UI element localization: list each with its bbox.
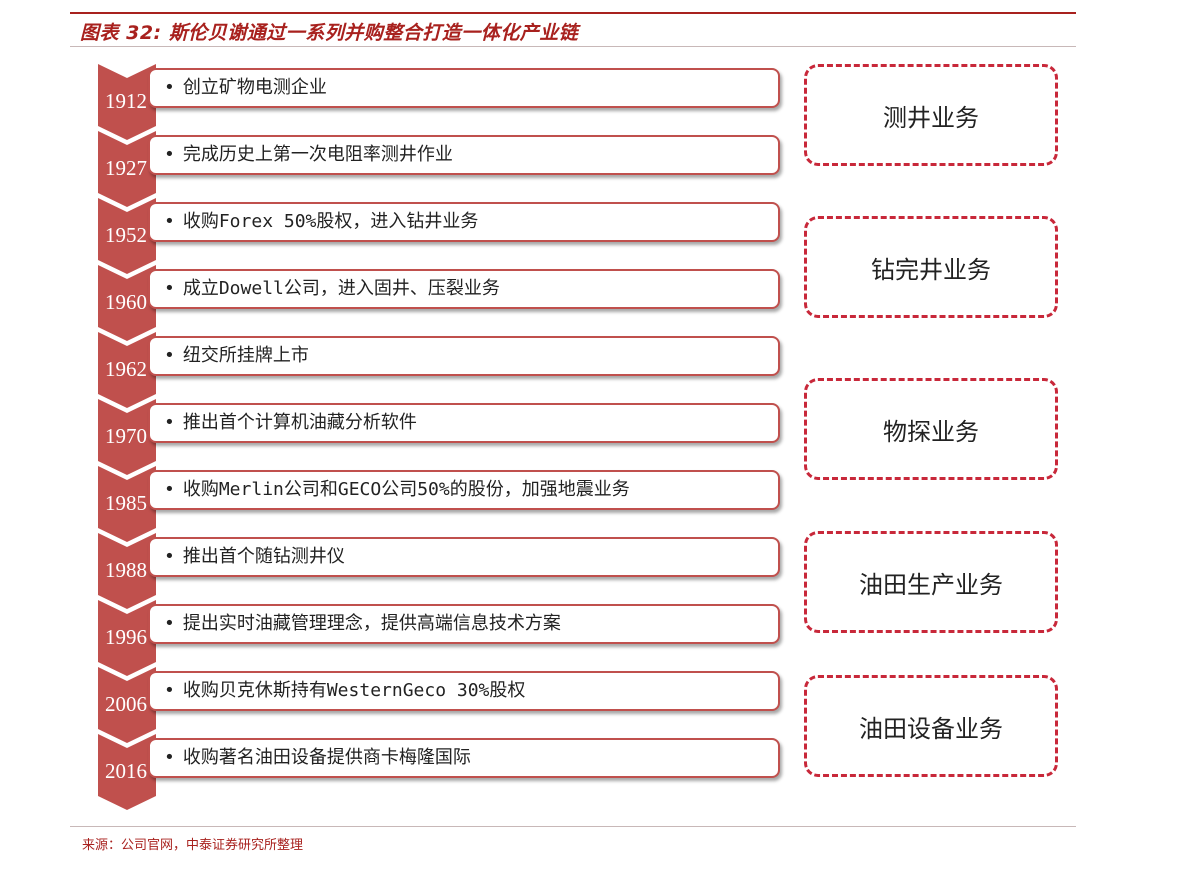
timeline-event: • 推出首个计算机油藏分析软件	[148, 403, 780, 443]
timeline-year: 1927	[105, 156, 147, 180]
timeline-event: • 完成历史上第一次电阻率测井作业	[148, 135, 780, 175]
timeline-year: 1988	[105, 558, 147, 582]
bullet-icon: •	[164, 613, 175, 634]
timeline-event: • 提出实时油藏管理理念，提供高端信息技术方案	[148, 604, 780, 644]
category-label: 油田生产业务	[859, 570, 1003, 599]
timeline-event: • 创立矿物电测企业	[148, 68, 780, 108]
timeline-year: 1970	[105, 424, 147, 448]
timeline-event: • 收购著名油田设备提供商卡梅隆国际	[148, 738, 780, 778]
chevron-shape	[98, 600, 156, 678]
category-box: 物探业务	[804, 378, 1058, 480]
title-underline	[70, 46, 1076, 47]
chevron-shape	[98, 131, 156, 209]
category-label: 物探业务	[883, 417, 979, 446]
category-box: 钻完井业务	[804, 216, 1058, 318]
timeline-event: • 纽交所挂牌上市	[148, 336, 780, 376]
chevron-shape	[98, 332, 156, 410]
bullet-icon: •	[164, 144, 175, 165]
bullet-icon: •	[164, 412, 175, 433]
timeline-event: • 收购贝克休斯持有WesternGeco 30%股权	[148, 671, 780, 711]
chevron-shape	[98, 466, 156, 544]
timeline-event-text: 收购贝克休斯持有WesternGeco 30%股权	[182, 680, 526, 701]
source-note: 来源：公司官网，中泰证券研究所整理	[82, 838, 304, 853]
bullet-icon: •	[164, 680, 175, 701]
timeline-event-text: 推出首个计算机油藏分析软件	[182, 412, 417, 433]
timeline-year: 1985	[105, 491, 147, 515]
timeline-event-text: 收购Forex 50%股权，进入钻井业务	[182, 211, 479, 232]
timeline-event-text: 纽交所挂牌上市	[182, 345, 309, 366]
chevron-shape	[98, 533, 156, 611]
timeline-year: 1912	[105, 89, 147, 113]
timeline-year: 1960	[105, 290, 147, 314]
category-label: 油田设备业务	[859, 714, 1003, 743]
timeline-event-text: 完成历史上第一次电阻率测井作业	[182, 144, 453, 165]
timeline-year: 1962	[105, 357, 147, 381]
timeline-event: • 收购Forex 50%股权，进入钻井业务	[148, 202, 780, 242]
chevron-shape	[98, 734, 156, 812]
timeline-event-text: 提出实时油藏管理理念，提供高端信息技术方案	[182, 613, 561, 634]
timeline-event: • 推出首个随钻测井仪	[148, 537, 780, 577]
timeline-year: 1996	[105, 625, 147, 649]
timeline-event: • 成立Dowell公司，进入固井、压裂业务	[148, 269, 780, 309]
category-label: 测井业务	[883, 103, 979, 132]
chevron-shape	[98, 265, 156, 343]
bullet-icon: •	[164, 747, 175, 768]
timeline-event-text: 创立矿物电测企业	[182, 77, 327, 98]
timeline-event-text: 收购Merlin公司和GECO公司50%的股份，加强地震业务	[182, 479, 630, 500]
timeline-year: 2006	[105, 692, 147, 716]
category-box: 测井业务	[804, 64, 1058, 166]
timeline-event: • 收购Merlin公司和GECO公司50%的股份，加强地震业务	[148, 470, 780, 510]
top-rule	[70, 12, 1076, 14]
timeline-year: 1952	[105, 223, 147, 247]
bullet-icon: •	[164, 278, 175, 299]
chevron-shape	[98, 399, 156, 477]
chevron-shape	[98, 667, 156, 745]
timeline-year: 2016	[105, 759, 147, 783]
bullet-icon: •	[164, 479, 175, 500]
chevron-shape	[98, 198, 156, 276]
timeline-event-text: 成立Dowell公司，进入固井、压裂业务	[182, 278, 500, 299]
bullet-icon: •	[164, 546, 175, 567]
bullet-icon: •	[164, 77, 175, 98]
timeline-event-text: 推出首个随钻测井仪	[182, 546, 345, 567]
category-label: 钻完井业务	[871, 255, 991, 284]
figure-title: 图表 32: 斯伦贝谢通过一系列并购整合打造一体化产业链	[80, 22, 579, 44]
category-box: 油田生产业务	[804, 531, 1058, 633]
bullet-icon: •	[164, 211, 175, 232]
category-box: 油田设备业务	[804, 675, 1058, 777]
chevron-shape	[98, 64, 156, 142]
timeline-event-text: 收购著名油田设备提供商卡梅隆国际	[182, 747, 471, 768]
bottom-rule	[70, 826, 1076, 827]
bullet-icon: •	[164, 345, 175, 366]
